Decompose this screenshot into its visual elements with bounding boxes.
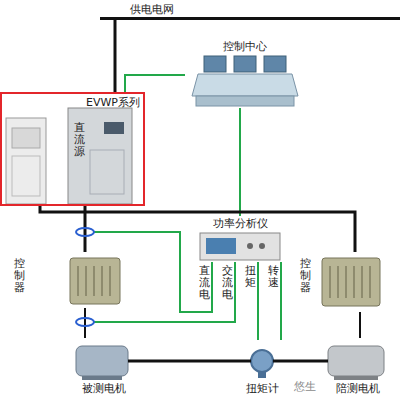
- test-motor: 被测电机: [62, 338, 146, 398]
- controller: 控制器: [296, 252, 392, 312]
- cabinet-display: [104, 122, 124, 134]
- signal-label: 交流电: [222, 265, 233, 301]
- current-sensor: [76, 318, 94, 326]
- signal-wire: [94, 232, 212, 312]
- connector: [292, 360, 318, 363]
- console-screen: [204, 56, 226, 72]
- connector: [359, 312, 361, 338]
- watermark: 悠生: [294, 380, 316, 393]
- control-center: 控制中心: [185, 38, 305, 108]
- connector: [40, 206, 355, 252]
- shaft: [128, 360, 328, 363]
- controller-body: [322, 258, 380, 306]
- connector: [280, 262, 282, 340]
- node-label: 被测电机: [82, 382, 126, 395]
- analyzer-knob: [247, 243, 253, 249]
- torque-meter-stand: [258, 372, 266, 378]
- dc-source-cabinet: [68, 108, 132, 204]
- connector: [125, 75, 185, 92]
- signal-label: 直流电: [199, 265, 210, 301]
- motor-feet: [334, 376, 378, 380]
- node-label: 供电电网: [130, 3, 174, 16]
- node-label: 功率分析仪: [213, 217, 268, 230]
- signal-wire: [94, 262, 235, 322]
- analyzer-screen: [206, 238, 236, 254]
- connector: [239, 108, 241, 216]
- cabinet-door: [12, 156, 40, 196]
- cabinet-panel: [12, 128, 40, 148]
- console-desk: [192, 74, 298, 96]
- cabinet-door: [90, 150, 124, 194]
- connector: [114, 20, 117, 92]
- node-label: 扭矩计: [246, 382, 279, 395]
- torque-meter-box: 扭矩计: [232, 340, 292, 398]
- connector: [84, 308, 86, 338]
- torque-meter: [251, 350, 273, 372]
- controller-fins: [78, 266, 110, 296]
- node-label: 陪测电机: [336, 382, 380, 395]
- signal-label: 扭矩: [245, 265, 256, 289]
- console-screen: [234, 56, 256, 72]
- node-label: 控制器: [300, 258, 311, 294]
- node-label: 控制器: [14, 258, 25, 294]
- motor-body: [76, 346, 128, 376]
- motor-body: [328, 346, 384, 376]
- connector: [257, 262, 259, 340]
- node-label: 控制中心: [223, 40, 267, 53]
- power-analyzer: 功率分析仪: [188, 216, 292, 262]
- analyzer-knob: [259, 243, 265, 249]
- signal-label: 转速: [268, 265, 279, 289]
- console-base: [196, 96, 294, 106]
- motor-feet: [82, 376, 122, 380]
- cabinet: [6, 118, 46, 204]
- controller-fins: [330, 266, 370, 298]
- connector: [146, 360, 232, 363]
- node-label: 直流源: [74, 122, 85, 158]
- current-sensor: [76, 228, 94, 236]
- load-motor: 陪测电机: [318, 338, 398, 398]
- controller: 控制器: [10, 252, 122, 308]
- controller-body: [70, 258, 120, 304]
- power-grid-bus: 供电电网: [100, 0, 400, 20]
- dc-source-group: EVWP系列直流源: [0, 92, 145, 206]
- node-label: EVWP系列: [86, 96, 140, 109]
- analyzer-body: [200, 233, 280, 260]
- console-screen: [264, 56, 286, 72]
